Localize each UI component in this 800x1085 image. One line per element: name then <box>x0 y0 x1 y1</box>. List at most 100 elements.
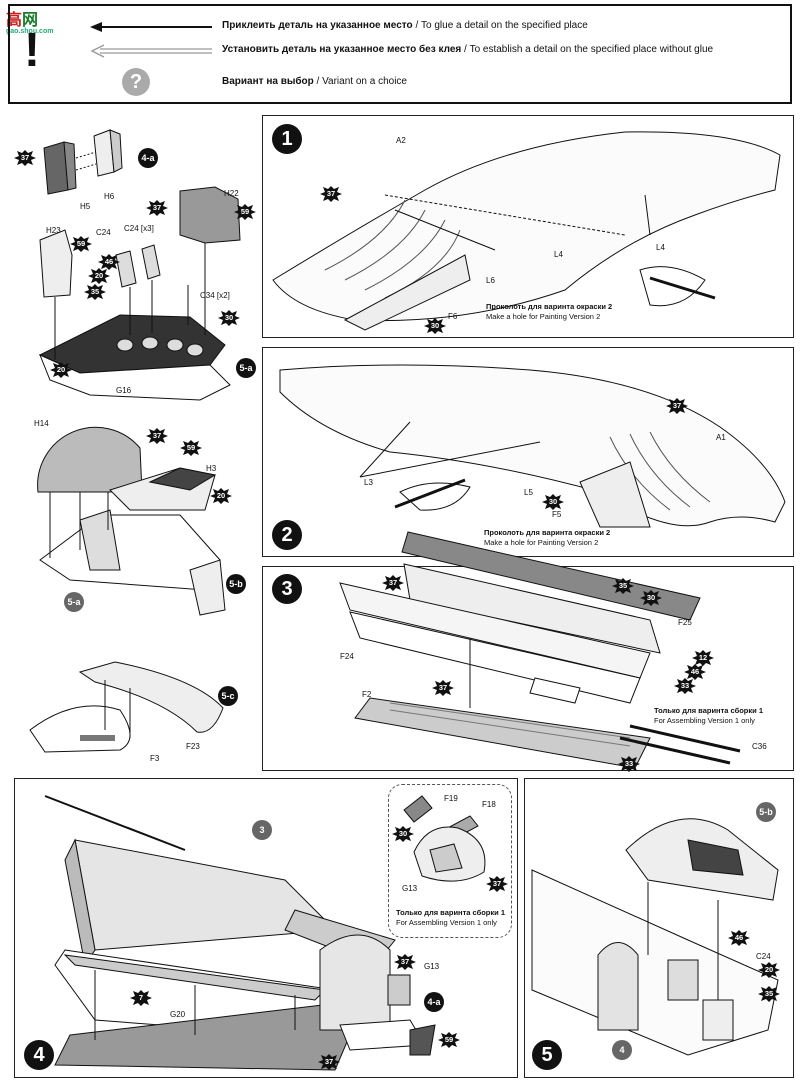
paint-color-code: 46 <box>104 257 114 266</box>
badge-5b-ref: 5-b <box>756 802 776 822</box>
legend-box: ! Приклеить деталь на указанное место / … <box>8 4 792 104</box>
paint-color-star-icon: 37 <box>432 680 454 696</box>
paint-color-code: 33 <box>680 681 690 690</box>
step-4-number: 4 <box>24 1040 54 1070</box>
part-label-f5: F5 <box>552 510 562 519</box>
step-4-panel <box>14 778 518 1078</box>
paint-color-code: 33 <box>624 759 634 768</box>
legend-noglue: Установить деталь на указанное место без… <box>222 44 714 55</box>
badge-4a-ref: 4-a <box>424 992 444 1012</box>
paint-color-star-icon: 37 <box>394 954 416 970</box>
paint-color-star-icon: 33 <box>618 756 640 772</box>
warning-icon: ! <box>24 24 40 77</box>
paint-color-code: 59 <box>186 443 196 452</box>
paint-color-code: 37 <box>492 879 502 888</box>
paint-color-star-icon: 20 <box>50 362 72 378</box>
paint-color-star-icon: 59 <box>180 440 202 456</box>
paint-color-star-icon: 59 <box>234 204 256 220</box>
glue-arrow-icon <box>90 22 212 32</box>
fuselage-cockpit-drawing <box>531 818 779 1056</box>
part-label-c36: C36 <box>752 742 767 751</box>
part-label-h23: H23 <box>46 226 61 235</box>
paint-color-star-icon: 30 <box>542 494 564 510</box>
cockpit-g16-drawing <box>38 186 241 401</box>
step-1-number: 1 <box>272 124 302 154</box>
paint-color-star-icon: 33 <box>674 678 696 694</box>
paint-color-star-icon: 35 <box>612 578 634 594</box>
part-label-f19: F19 <box>444 794 458 803</box>
paint-color-star-icon: 37 <box>318 1054 340 1070</box>
paint-color-code: 37 <box>672 401 682 410</box>
paint-color-code: 37 <box>324 1057 334 1066</box>
paint-color-star-icon: 30 <box>424 318 446 334</box>
paint-color-code: 35 <box>90 287 100 296</box>
watermark-net: 网 <box>22 12 39 29</box>
part-h5-drawing <box>43 129 123 195</box>
paint-color-star-icon: 59 <box>70 236 92 252</box>
paint-color-star-icon: 37 <box>320 186 342 202</box>
paint-color-star-icon: 30 <box>218 310 240 326</box>
paint-color-code: 46 <box>690 667 700 676</box>
paint-color-code: 37 <box>400 957 410 966</box>
badge-4a: 4-a <box>138 148 158 168</box>
paint-color-code: 7 <box>138 993 144 1002</box>
paint-color-code: 20 <box>94 271 104 280</box>
part-label-g13-a: G13 <box>424 962 440 971</box>
noglue-arrow-icon <box>90 44 212 58</box>
paint-color-code: 30 <box>430 321 440 330</box>
paint-color-code: 37 <box>326 189 336 198</box>
part-label-f24: F24 <box>340 652 354 661</box>
part-label-g16: G16 <box>116 386 132 395</box>
paint-color-code: 35 <box>764 989 774 998</box>
part-label-l3: L3 <box>364 478 373 487</box>
part-label-a1: A1 <box>716 433 726 442</box>
hull-half-a2-drawing <box>272 131 781 331</box>
step-5-number: 5 <box>532 1040 562 1070</box>
part-label-f6: F6 <box>448 312 458 321</box>
bulkhead-g13-drawing <box>319 934 436 1056</box>
paint-color-star-icon: 20 <box>88 268 110 284</box>
paint-color-star-icon: 20 <box>210 488 232 504</box>
paint-color-code: 37 <box>152 431 162 440</box>
part-label-f23: F23 <box>186 742 200 751</box>
part-label-c24-x3: C24 [x3] <box>124 224 154 233</box>
paint-color-star-icon: 20 <box>758 962 780 978</box>
fuselage-f24-f25-drawing <box>339 531 741 769</box>
watermark-chars: 高 <box>6 12 23 29</box>
part-label-c24: C24 <box>96 228 111 237</box>
badge-4-ref: 4 <box>612 1040 632 1060</box>
paint-color-code: 20 <box>764 965 774 974</box>
paint-color-code: 20 <box>56 365 66 374</box>
part-label-c24-step5: C24 <box>756 952 771 961</box>
step-1-panel <box>262 115 794 338</box>
part-label-c34: C34 [x2] <box>200 291 230 300</box>
step-2-number: 2 <box>272 520 302 550</box>
paint-color-star-icon: 37 <box>146 200 168 216</box>
badge-5c: 5-c <box>218 686 238 706</box>
question-icon: ? <box>122 68 150 96</box>
canopy-f23-drawing <box>29 661 224 753</box>
part-label-g13-b: G13 <box>402 884 418 893</box>
paint-color-code: 30 <box>224 313 234 322</box>
paint-color-code: 37 <box>388 578 398 587</box>
paint-color-star-icon: 37 <box>146 428 168 444</box>
paint-color-code: 59 <box>444 1035 454 1044</box>
paint-color-star-icon: 37 <box>14 150 36 166</box>
step-4-inset <box>388 784 512 938</box>
paint-color-code: 20 <box>216 491 226 500</box>
badge-5a-ref: 5-a <box>64 592 84 612</box>
paint-color-code: 12 <box>698 653 708 662</box>
cockpit-h14-drawing <box>37 426 226 616</box>
paint-color-code: 37 <box>152 203 162 212</box>
part-label-f25: F25 <box>678 618 692 627</box>
paint-color-star-icon: 7 <box>130 990 152 1006</box>
part-label-f18: F18 <box>482 800 496 809</box>
part-label-l6: L6 <box>486 276 495 285</box>
paint-color-star-icon: 30 <box>640 590 662 606</box>
badge-5b: 5-b <box>226 574 246 594</box>
part-label-h14: H14 <box>34 419 49 428</box>
legend-variant: Вариант на выбор / Variant on a choice <box>222 76 407 87</box>
